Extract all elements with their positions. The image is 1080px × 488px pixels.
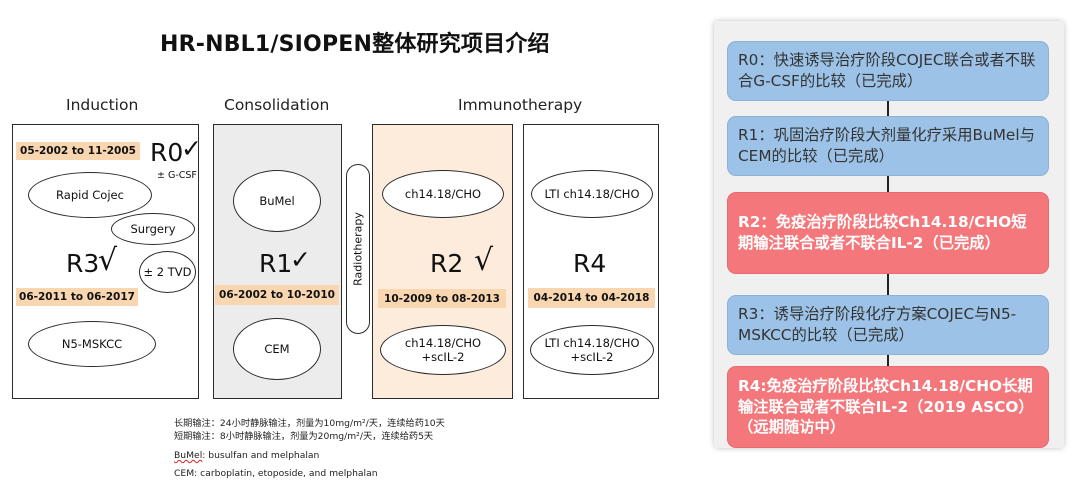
r2-label: R2: [430, 249, 464, 278]
bumel-definition: : busulfan and melphalan: [202, 450, 320, 461]
long-infusion-note: 长期输注：24小时静脉输注，剂量为10mg/m²/天，连续给药10天: [174, 418, 445, 429]
surgery-oval: Surgery: [111, 213, 195, 245]
r4-label: R4: [573, 249, 607, 278]
r1-check-icon: ✓: [290, 245, 311, 274]
lti-ch1418-il2-oval: LTI ch14.18/CHO +scIL-2: [530, 325, 654, 375]
induction-header: Induction: [66, 96, 139, 114]
trial-r0-text: R0：快速诱导治疗阶段COJEC联合或者不联合G-CSF的比较（已完成）: [738, 51, 1036, 90]
trial-r1-box: R1：巩固治疗阶段大剂量化疗采用BuMel与CEM的比较（已完成）: [727, 116, 1049, 176]
trial-r0-box: R0：快速诱导治疗阶段COJEC联合或者不联合G-CSF的比较（已完成）: [727, 41, 1049, 101]
trial-r4-box: R4:免疫治疗阶段比较Ch14.18/CHO长期输注联合或者不联合IL-2（20…: [727, 366, 1049, 448]
r2-dates: 10-2009 to 08-2013: [378, 289, 506, 308]
r3-label: R3: [66, 249, 100, 278]
lti-ch1418-oval: LTI ch14.18/CHO: [531, 170, 653, 218]
trial-r4-text: R4:免疫治疗阶段比较Ch14.18/CHO长期输注联合或者不联合IL-2（20…: [738, 377, 1034, 437]
trial-r1-text: R1：巩固治疗阶段大剂量化疗采用BuMel与CEM的比较（已完成）: [738, 126, 1035, 165]
trial-r2-box: R2：免疫治疗阶段比较Ch14.18/CHO短期输注联合或者不联合IL-2（已完…: [727, 192, 1049, 274]
gcsf-label: ± G-CSF: [157, 170, 197, 181]
ch1418-il2-short-oval: ch14.18/CHO +scIL-2: [380, 325, 506, 375]
r2-check-icon: √: [474, 243, 494, 278]
r0-dates: 05-2002 to 11-2005: [16, 142, 140, 160]
cem-note: CEM: carboplatin, etoposide, and melphal…: [174, 468, 378, 479]
ch1418-short-oval: ch14.18/CHO: [382, 170, 504, 218]
radiotherapy-label: Radiotherapy: [351, 212, 365, 286]
n5-mskcc-oval: N5-MSKCC: [28, 321, 156, 367]
r3-dates: 06-2011 to 06-2017: [16, 288, 138, 306]
short-infusion-note: 短期输注：8小时静脉输注，剂量为20mg/m²/天，连续给药5天: [174, 431, 434, 442]
cem-oval: CEM: [233, 318, 321, 380]
bumel-abbr: BuMel: [174, 450, 203, 461]
immunotherapy-header: Immunotherapy: [458, 96, 583, 114]
r1-label: R1: [259, 249, 293, 278]
r4-dates: 04-2014 to 04-2018: [528, 288, 655, 308]
tvd-oval: ± 2 TVD: [139, 251, 196, 293]
consolidation-header: Consolidation: [224, 96, 330, 114]
bumel-note: BuMel: busulfan and melphalan: [174, 450, 319, 461]
trial-r3-text: R3：诱导治疗阶段化疗方案COJEC与N5-MSKCC的比较（已完成）: [738, 305, 1017, 344]
page-title: HR-NBL1/SIOPEN整体研究项目介绍: [160, 32, 550, 57]
bumel-oval: BuMel: [233, 170, 321, 232]
trial-r2-text: R2：免疫治疗阶段比较Ch14.18/CHO短期输注联合或者不联合IL-2（已完…: [738, 213, 1027, 252]
rapid-cojec-oval: Rapid Cojec: [28, 172, 152, 218]
trial-r3-box: R3：诱导治疗阶段化疗方案COJEC与N5-MSKCC的比较（已完成）: [727, 295, 1049, 355]
r0-check-icon: ✓: [181, 134, 202, 163]
r3-check-icon: √: [98, 243, 118, 278]
radiotherapy-bar: Radiotherapy: [346, 164, 370, 334]
r0-label: R0: [150, 138, 184, 167]
r1-dates: 06-2002 to 10-2010: [215, 285, 339, 305]
